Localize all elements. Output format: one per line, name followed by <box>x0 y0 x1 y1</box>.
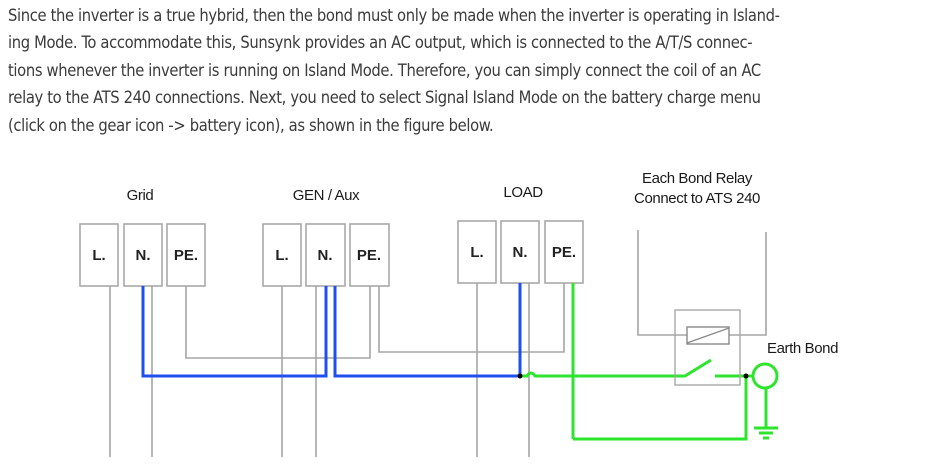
relay-coil-left-wire <box>637 230 687 336</box>
gen-pe-wire <box>378 286 520 353</box>
gen-l-label: L. <box>275 247 288 264</box>
gray-wires <box>109 230 767 457</box>
load-pe-label: PE. <box>552 244 576 261</box>
paragraph-line: Since the inverter is a true hybrid, the… <box>8 6 780 25</box>
grid-pe-label: PE. <box>174 247 198 264</box>
grid-l-terminal <box>79 223 119 287</box>
relay-coil-right-wire <box>729 232 767 336</box>
neutral-wires <box>141 283 522 378</box>
earth-junction-dot <box>743 373 749 379</box>
earth-return-wire <box>573 376 748 441</box>
paragraph-line: tions whenever the inverter is running o… <box>8 60 761 80</box>
relay-coil-diagonal <box>686 327 730 344</box>
description-paragraph: Since the inverter is a true hybrid, the… <box>8 2 928 139</box>
gen-aux-title: GEN / Aux <box>293 187 360 204</box>
grid-n-terminal <box>123 223 163 287</box>
load-terminals: L. N. PE. <box>457 220 584 284</box>
gen-pe-link-wire <box>316 286 371 359</box>
bond-relay <box>674 309 741 386</box>
gen-l-terminal <box>262 223 302 287</box>
earth-wires <box>517 283 779 441</box>
load-pe-terminal <box>544 220 584 284</box>
grid-title: Grid <box>127 187 154 204</box>
paragraph-line: (click on the gear icon -> battery icon)… <box>8 115 494 135</box>
gen-pe-label: PE. <box>357 247 381 264</box>
paragraph-line: relay to the ATS 240 connections. Next, … <box>8 88 761 108</box>
grid-l-label: L. <box>92 247 105 264</box>
earth-bond-terminal-icon <box>751 362 779 390</box>
relay-housing <box>674 309 741 386</box>
neutral-earth-junction-dot <box>517 373 523 379</box>
load-pe-gray-wire <box>520 283 565 353</box>
grid-n-label: N. <box>136 247 151 264</box>
gen-n-label: N. <box>318 247 333 264</box>
load-l-terminal <box>457 220 497 284</box>
gen-load-neutral-wire <box>333 283 522 378</box>
relay-title-line1: Each Bond Relay <box>642 170 753 187</box>
load-n-terminal <box>500 220 540 284</box>
load-l-label: L. <box>470 244 483 261</box>
grid-pe-wire <box>185 286 282 359</box>
grid-gen-neutral-wire <box>141 286 328 378</box>
earth-bond-label: Earth Bond <box>767 340 838 357</box>
paragraph-line: ing Mode. To accommodate this, Sunsynk p… <box>8 33 753 53</box>
gen-n-terminal <box>305 223 346 287</box>
load-title: LOAD <box>503 184 543 201</box>
load-n-label: N. <box>513 244 528 261</box>
relay-title-line2: Connect to ATS 240 <box>634 190 760 207</box>
neutral-to-relay-earth-wire <box>520 358 712 378</box>
gen-terminals: L. N. PE. <box>262 223 390 287</box>
ground-icon <box>754 426 778 440</box>
grid-terminals: L. N. PE. <box>79 223 206 287</box>
gen-pe-terminal <box>349 223 390 287</box>
